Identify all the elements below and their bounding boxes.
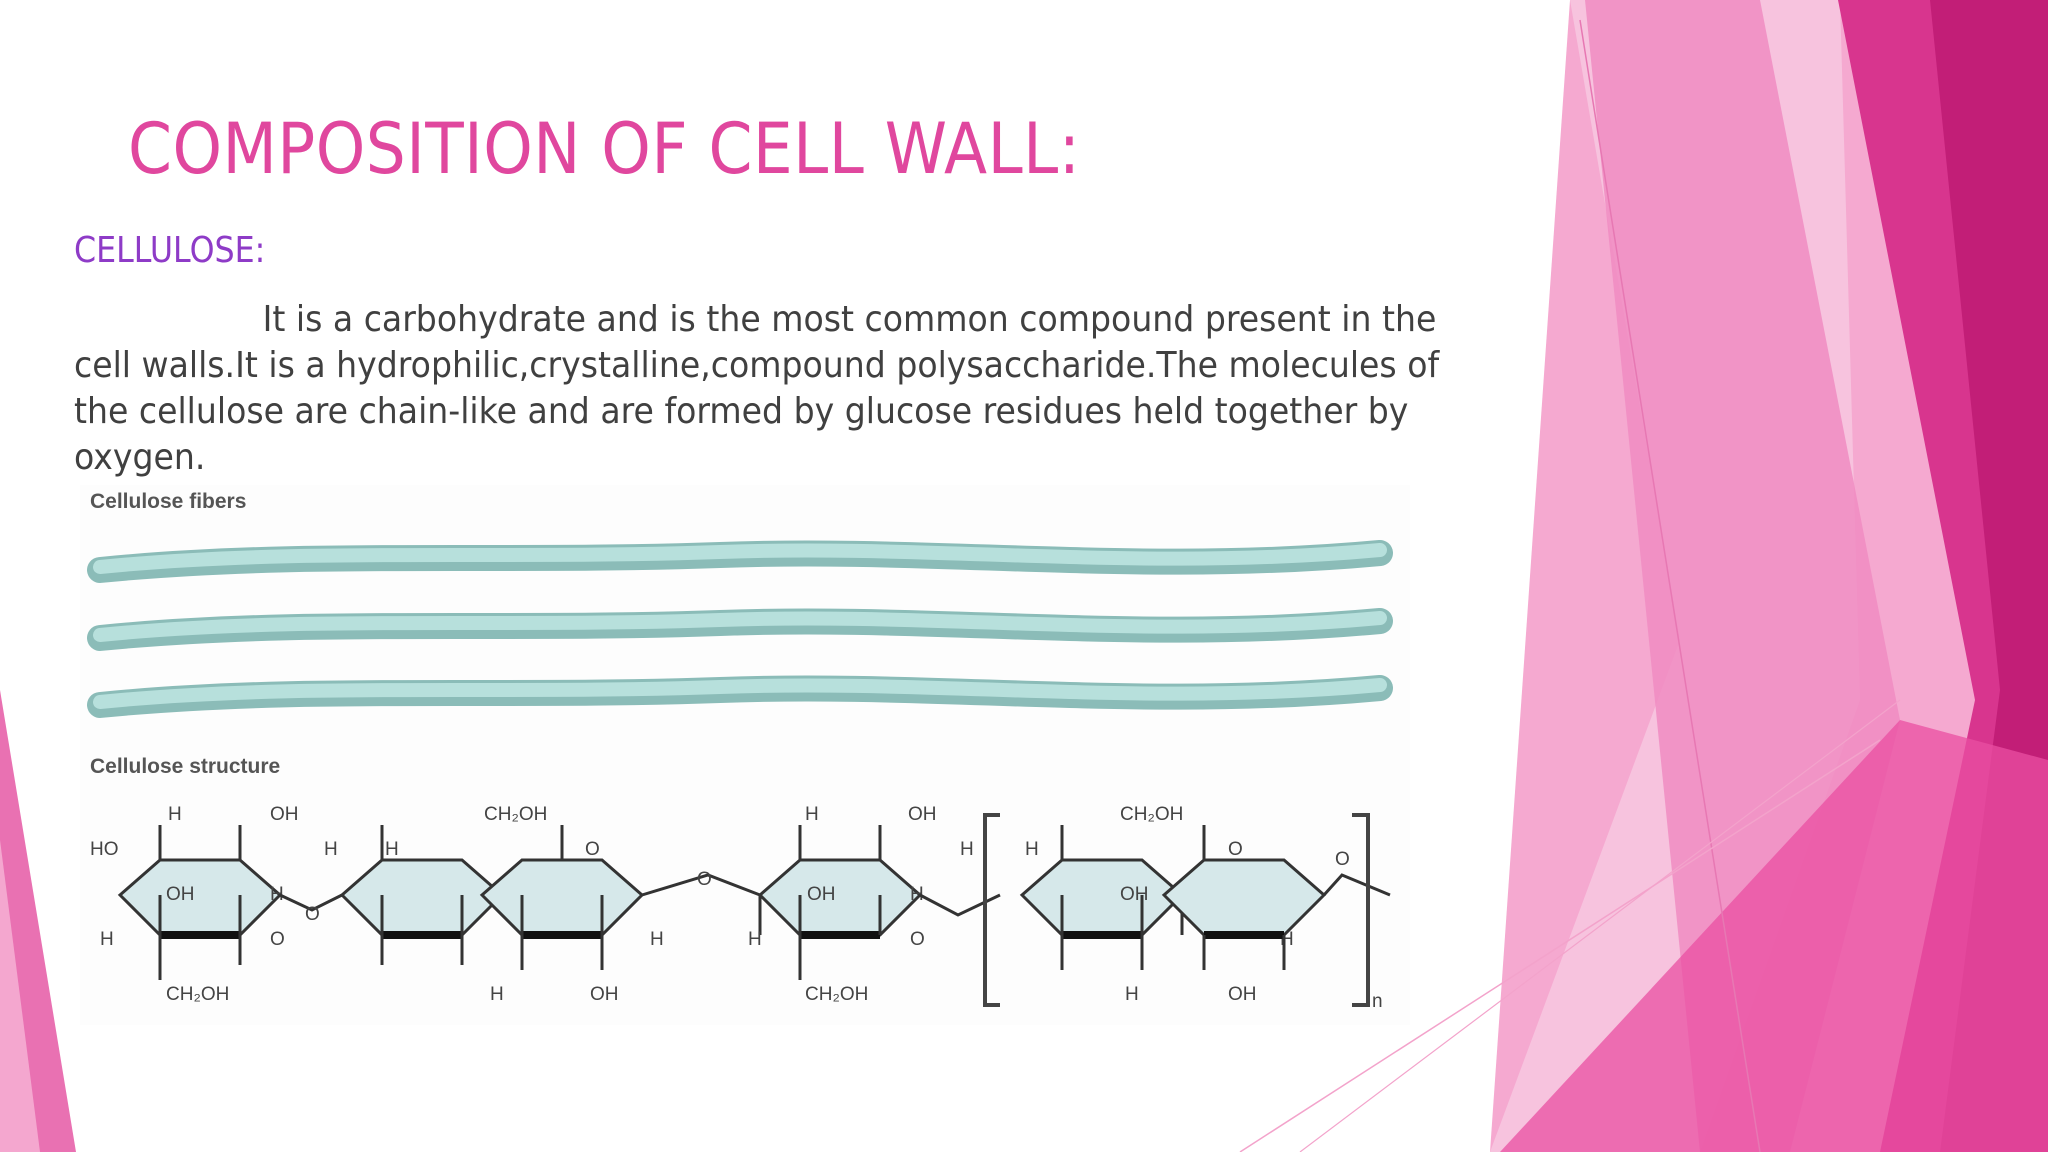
ring-4-shape — [1161, 825, 1327, 970]
link2-o: O — [697, 869, 712, 890]
r3-h-left: H — [748, 929, 762, 950]
r3-h-right: H — [960, 839, 974, 860]
r4-o-ring: O — [1228, 839, 1243, 860]
left-light-panel — [0, 840, 40, 1152]
ring-2-shape — [479, 825, 645, 970]
body-paragraph: It is a carbohydrate and is the most com… — [74, 297, 1482, 481]
r3-o-ring: O — [910, 929, 925, 950]
cellulose-structure-diagram: H OH HO H OH H H O CH₂OH O CH₂OH H O OH … — [90, 804, 1391, 1012]
decor-line-3 — [1299, 699, 1901, 1152]
r1-oh-top: OH — [270, 804, 299, 825]
right-bracket — [1352, 813, 1370, 1007]
glucose-ring-2: CH₂OH H O OH H H H OH — [339, 804, 664, 1005]
glycosidic-link-1 — [279, 893, 343, 912]
glucose-ring-3: H OH H OH H H O CH₂OH — [748, 804, 974, 1005]
r3-ch2oh: CH₂OH — [805, 984, 868, 1005]
r2-ch2oh: CH₂OH — [484, 804, 547, 825]
r1-h-top: H — [168, 804, 182, 825]
r2-oh-bottom: OH — [590, 984, 619, 1005]
r2-h-right: H — [650, 929, 664, 950]
r4-oh-mid: OH — [1120, 884, 1149, 905]
r1-h-right: H — [324, 839, 338, 860]
fiber-3 — [87, 675, 1393, 718]
r3-oh-mid: OH — [807, 884, 836, 905]
r2-h-bottom: H — [490, 984, 504, 1005]
link1-o: O — [305, 904, 320, 925]
r3-h-top: H — [805, 804, 819, 825]
r4-ch2oh: CH₂OH — [1120, 804, 1183, 825]
r2-h-left: H — [385, 839, 399, 860]
repeat-n: n — [1372, 991, 1383, 1012]
r1-h-left: H — [100, 929, 114, 950]
bottom-right-panel — [1500, 720, 2048, 1152]
cellulose-figure: Cellulose fibers Cellulose structure H — [80, 485, 1410, 1025]
end-link — [1322, 873, 1391, 897]
r2-o-ring: O — [585, 839, 600, 860]
cellulose-fibers-diagram — [87, 540, 1393, 718]
fibers-label: Cellulose fibers — [90, 490, 247, 513]
r1-h-mid: H — [270, 884, 284, 905]
decor-line-1 — [1579, 19, 1761, 1152]
glycosidic-link-3 — [919, 893, 1001, 917]
r1-oh-mid: OH — [166, 884, 195, 905]
r3-h-mid: H — [910, 884, 924, 905]
section-subheading: CELLULOSE: — [74, 230, 266, 271]
glucose-ring-4: CH₂OH H O OH H H H OH — [1019, 804, 1294, 1005]
structure-label: Cellulose structure — [90, 755, 281, 778]
body-text: It is a carbohydrate and is the most com… — [74, 299, 1440, 478]
fiber-2 — [87, 608, 1393, 651]
glycosidic-link-2 — [641, 873, 761, 897]
r3-oh-top: OH — [908, 804, 937, 825]
r1-o-ring: O — [270, 929, 285, 950]
left-bracket — [983, 813, 1000, 1007]
decor-line-2 — [1239, 739, 1881, 1152]
r4-oh-bottom: OH — [1228, 984, 1257, 1005]
fiber-1 — [87, 540, 1393, 583]
r4-h-bottom: H — [1125, 984, 1139, 1005]
r1-ho: HO — [90, 839, 119, 860]
r4-h-left: H — [1025, 839, 1039, 860]
end-o: O — [1335, 849, 1350, 870]
slide-title: COMPOSITION OF CELL WALL: — [128, 108, 1081, 190]
r1-ch2oh: CH₂OH — [166, 984, 229, 1005]
